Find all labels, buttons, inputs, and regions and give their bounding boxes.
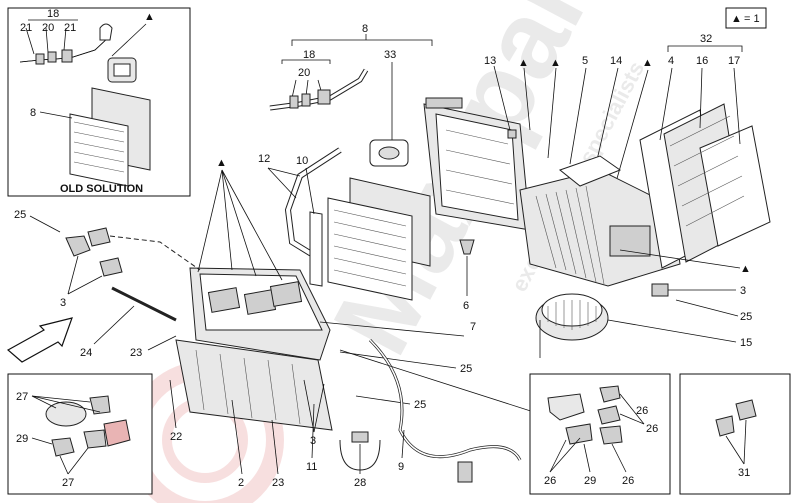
label-29-left: 29 xyxy=(16,433,28,445)
triangle-d: ▲ xyxy=(216,157,227,169)
label-22: 22 xyxy=(170,431,182,443)
label-5: 5 xyxy=(582,55,588,67)
label-26-a: 26 xyxy=(646,423,658,435)
legend-symbol: ▲ xyxy=(731,13,742,25)
label-15: 15 xyxy=(740,337,752,349)
label-21-old-a: 21 xyxy=(20,22,32,34)
wiring-harness: 28 9 xyxy=(339,338,541,489)
label-33: 33 xyxy=(384,49,396,61)
label-25-left: 25 xyxy=(14,209,26,221)
label-21-old-b: 21 xyxy=(64,22,76,34)
inset-31: 31 xyxy=(679,373,791,495)
legend-box: ▲ = 1 xyxy=(725,7,767,29)
left-fittings: 25 3 24 xyxy=(6,209,201,363)
label-9: 9 xyxy=(398,461,404,473)
label-29-right: 29 xyxy=(584,475,596,487)
upper-housing: 6 13 ▲ ▲ 5 14 ▲ xyxy=(423,55,653,312)
label-8-old: 8 xyxy=(30,107,36,119)
label-27-a: 27 xyxy=(16,391,28,403)
triangle-old: ▲ xyxy=(144,11,155,23)
legend-text: = 1 xyxy=(744,13,760,25)
label-6: 6 xyxy=(463,300,469,312)
label-16: 16 xyxy=(696,55,708,67)
label-4: 4 xyxy=(668,55,674,67)
label-23-left: 23 xyxy=(130,347,142,359)
inset-title: OLD SOLUTION xyxy=(60,183,143,195)
label-10: 10 xyxy=(296,155,308,167)
inset-bottom-left: 27 29 27 xyxy=(7,373,153,495)
label-27-b: 27 xyxy=(62,477,74,489)
direction-arrow xyxy=(6,317,73,363)
label-3-left: 3 xyxy=(60,297,66,309)
label-26-b: 26 xyxy=(636,405,648,417)
label-26-c: 26 xyxy=(544,475,556,487)
label-24: 24 xyxy=(80,347,92,359)
label-25-mid: 25 xyxy=(460,363,472,375)
triangle-right: ▲ xyxy=(740,263,751,275)
triangle-b: ▲ xyxy=(550,57,561,69)
label-8: 8 xyxy=(362,23,368,35)
inset-bottom-right: 26 26 26 29 26 xyxy=(529,373,671,495)
label-18: 18 xyxy=(303,49,315,61)
label-18-old: 18 xyxy=(47,8,59,20)
label-14: 14 xyxy=(610,55,622,67)
label-23-bottom: 23 xyxy=(272,477,284,489)
label-12: 12 xyxy=(258,153,270,165)
label-11: 11 xyxy=(306,461,317,473)
inset-old-solution: 18 21 20 21 ▲ 8 OLD SOLUTION xyxy=(7,7,191,197)
label-28: 28 xyxy=(354,477,366,489)
label-3-bottom: 3 xyxy=(310,435,316,447)
label-7: 7 xyxy=(470,321,476,333)
triangle-c: ▲ xyxy=(642,57,653,69)
label-20-old: 20 xyxy=(42,22,54,34)
group-8: 8 18 20 33 12 10 xyxy=(258,23,433,301)
label-3-right: 3 xyxy=(740,285,746,297)
label-25-right: 25 xyxy=(740,311,752,323)
label-32: 32 xyxy=(700,33,712,45)
label-26-d: 26 xyxy=(622,475,634,487)
triangle-a: ▲ xyxy=(518,57,529,69)
label-2: 2 xyxy=(238,477,244,489)
main-housing: ▲ 7 25 25 2 22 23 3 11 23 xyxy=(130,157,476,489)
label-20: 20 xyxy=(298,67,310,79)
label-17: 17 xyxy=(728,55,740,67)
label-31: 31 xyxy=(738,467,750,479)
label-13: 13 xyxy=(484,55,496,67)
blower-unit: 15 32 4 16 17 3 25 ▲ xyxy=(519,33,771,358)
label-25-lower: 25 xyxy=(414,399,426,411)
